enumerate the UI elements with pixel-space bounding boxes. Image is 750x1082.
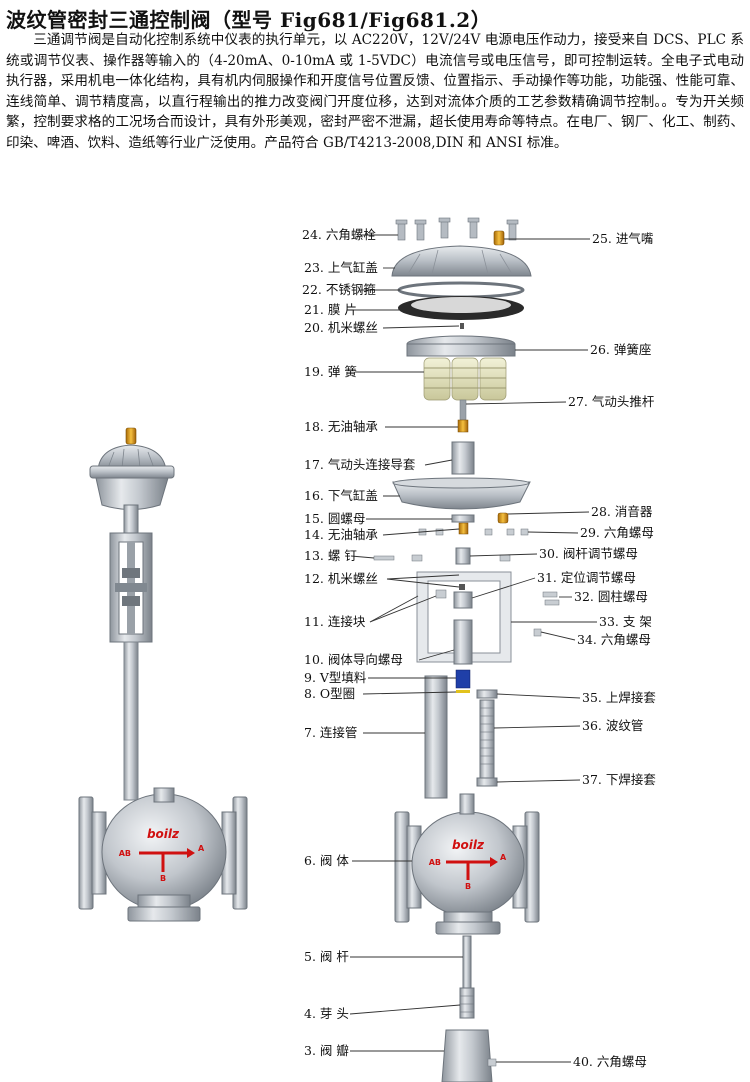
port-a-label-exploded: A — [500, 853, 507, 862]
part-label-22: 22. 不锈钢箍 — [302, 282, 376, 297]
port-ab-label: AB — [119, 849, 131, 858]
part-label-14: 14. 无油轴承 — [304, 527, 378, 542]
part-label-16: 16. 下气缸盖 — [304, 488, 378, 503]
part-label-29: 29. 六角螺母 — [580, 525, 654, 540]
exploded-view: boilz AB A B — [373, 217, 560, 1082]
part-label-5: 5. 阀 杆 — [304, 949, 349, 964]
page-title: 波纹管密封三通控制阀（型号 Fig681/Fig681.2） — [6, 8, 492, 32]
part-label-9: 9. V型填料 — [304, 670, 367, 685]
part-label-11: 11. 连接块 — [304, 614, 366, 629]
part-label-17: 17. 气动头连接导套 — [304, 457, 416, 472]
part-label-20: 20. 机米螺丝 — [304, 320, 378, 335]
part-label-26: 26. 弹簧座 — [590, 342, 651, 357]
part-label-28: 28. 消音器 — [591, 504, 653, 519]
part-label-19: 19. 弹 簧 — [304, 364, 357, 379]
part-label-35: 35. 上焊接套 — [582, 690, 656, 705]
part-label-31: 31. 定位调节螺母 — [537, 570, 636, 585]
part-label-12: 12. 机米螺丝 — [304, 571, 378, 586]
part-label-27: 27. 气动头推杆 — [568, 394, 655, 409]
port-a-label: A — [198, 844, 205, 853]
brand-logo: boilz — [147, 827, 180, 841]
part-label-6: 6. 阀 体 — [304, 853, 349, 868]
brand-logo-exploded: boilz — [452, 838, 485, 852]
port-b-label: B — [160, 874, 166, 883]
part-label-13: 13. 螺 钉 — [304, 548, 357, 563]
part-label-25: 25. 进气嘴 — [592, 231, 654, 246]
part-label-4: 4. 芽 头 — [304, 1006, 349, 1021]
port-b-label-exploded: B — [465, 882, 471, 891]
port-ab-label-exploded: AB — [429, 858, 441, 867]
part-label-36: 36. 波纹管 — [582, 718, 643, 733]
product-description: 三通调节阀是自动化控制系统中仪表的执行单元，以 AC220V，12V/24V 电… — [6, 32, 744, 151]
part-label-33: 33. 支 架 — [599, 614, 652, 629]
part-labels-right: 25. 进气嘴 26. 弹簧座 27. 气动头推杆 28. 消音器 29. 六角… — [537, 231, 656, 1069]
part-label-23: 23. 上气缸盖 — [304, 260, 378, 275]
part-label-18: 18. 无油轴承 — [304, 419, 378, 434]
part-labels-left: 24. 六角螺栓 23. 上气缸盖 22. 不锈钢箍 21. 膜 片 20. 机… — [302, 227, 416, 1058]
part-label-10: 10. 阀体导向螺母 — [304, 652, 403, 667]
part-label-30: 30. 阀杆调节螺母 — [539, 546, 638, 561]
part-label-34: 34. 六角螺母 — [577, 632, 651, 647]
part-label-3: 3. 阀 瓣 — [304, 1043, 349, 1058]
part-label-32: 32. 圆柱螺母 — [574, 589, 648, 604]
part-label-37: 37. 下焊接套 — [582, 772, 656, 787]
part-label-40: 40. 六角螺母 — [573, 1054, 647, 1069]
assembled-valve: boilz AB A B — [78, 427, 248, 922]
part-label-21: 21. 膜 片 — [304, 302, 357, 317]
part-label-15: 15. 圆螺母 — [304, 511, 365, 526]
leader-lines — [349, 234, 597, 1063]
part-label-7: 7. 连接管 — [304, 725, 357, 740]
part-label-24: 24. 六角螺栓 — [302, 227, 376, 242]
part-label-8: 8. O型圈 — [304, 686, 355, 701]
